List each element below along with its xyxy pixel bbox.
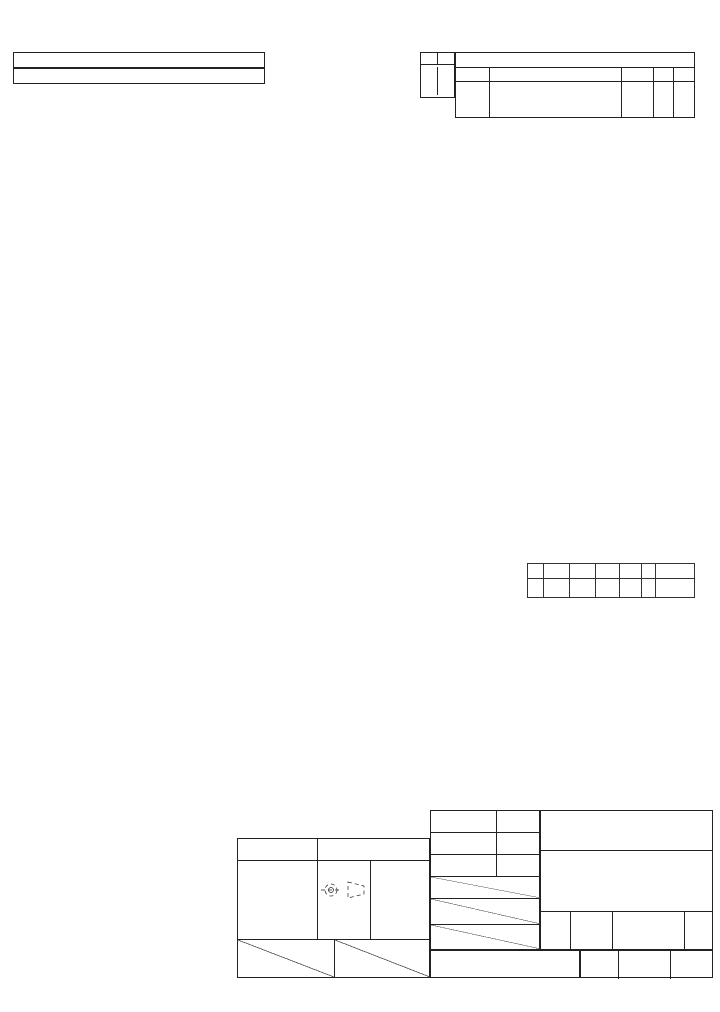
rev-cell (671, 951, 712, 979)
dimensions-cell (238, 839, 318, 861)
application-spec-cell (431, 899, 541, 925)
revisions-block (455, 52, 695, 118)
parts-table-row (527, 563, 695, 579)
chk-cell (431, 833, 497, 855)
dim-a-cell (543, 563, 570, 579)
revisions-col-desc (490, 68, 622, 82)
size-cell (541, 912, 571, 952)
customer-drawing-box (430, 950, 580, 978)
revision-date (622, 82, 654, 117)
header-pos (641, 578, 656, 598)
product-spec-cell (431, 877, 541, 899)
revisions-col-ltr (456, 68, 490, 82)
title-block (540, 810, 713, 952)
header-a (543, 578, 570, 598)
header-part-number (655, 578, 695, 598)
cage-cell (571, 912, 613, 952)
header-b (569, 578, 596, 598)
revisions-col-date (622, 68, 654, 82)
loc-value (438, 67, 455, 95)
dist-loc-box (420, 52, 455, 98)
parts-group1-label (530, 566, 540, 674)
apvd-date (497, 855, 541, 877)
dwn-cell (431, 811, 497, 833)
approvals-block (430, 810, 541, 950)
revision-letter (456, 82, 490, 117)
header-c (595, 578, 620, 598)
chk-date (497, 833, 541, 855)
revision-dwn (654, 82, 674, 117)
copyright-box (13, 68, 265, 84)
drawing-no-cell (613, 912, 685, 952)
parts-table (527, 563, 695, 810)
dist-value (421, 67, 438, 95)
restricted-cell (685, 912, 712, 952)
apvd-cell (431, 855, 497, 877)
company-row (541, 811, 712, 851)
tolerance-block (237, 838, 430, 978)
part-number-cell (655, 563, 695, 579)
parts-table-header-row (527, 578, 695, 598)
drawing-title (541, 851, 712, 911)
revisions-title (456, 53, 694, 68)
material-cell (238, 939, 335, 977)
unpublished-box (13, 52, 265, 68)
tolerance-title-cell (318, 839, 430, 861)
dwn-date (497, 811, 541, 833)
finish-cell (335, 939, 430, 977)
pos-cell (641, 563, 656, 579)
sheet-cell (619, 951, 671, 979)
weight-cell (431, 925, 541, 949)
dim-b-cell (569, 563, 596, 579)
dim-d-cell (619, 563, 642, 579)
header-d (619, 578, 642, 598)
loc-label (438, 53, 455, 65)
projection-symbol-cell (318, 861, 371, 939)
dist-label (421, 53, 438, 65)
scale-cell (581, 951, 619, 979)
revisions-col-apvd (674, 68, 694, 82)
revision-description (490, 82, 622, 117)
scale-row (580, 950, 713, 979)
third-angle-projection-icon (321, 881, 365, 899)
number-row (541, 911, 712, 952)
revision-apvd (674, 82, 694, 117)
parts-group2-label (530, 680, 540, 788)
revisions-col-dwn (654, 68, 674, 82)
tolerance-ranges (238, 861, 318, 939)
dim-c-cell (595, 563, 620, 579)
plc-tolerances (371, 861, 430, 939)
